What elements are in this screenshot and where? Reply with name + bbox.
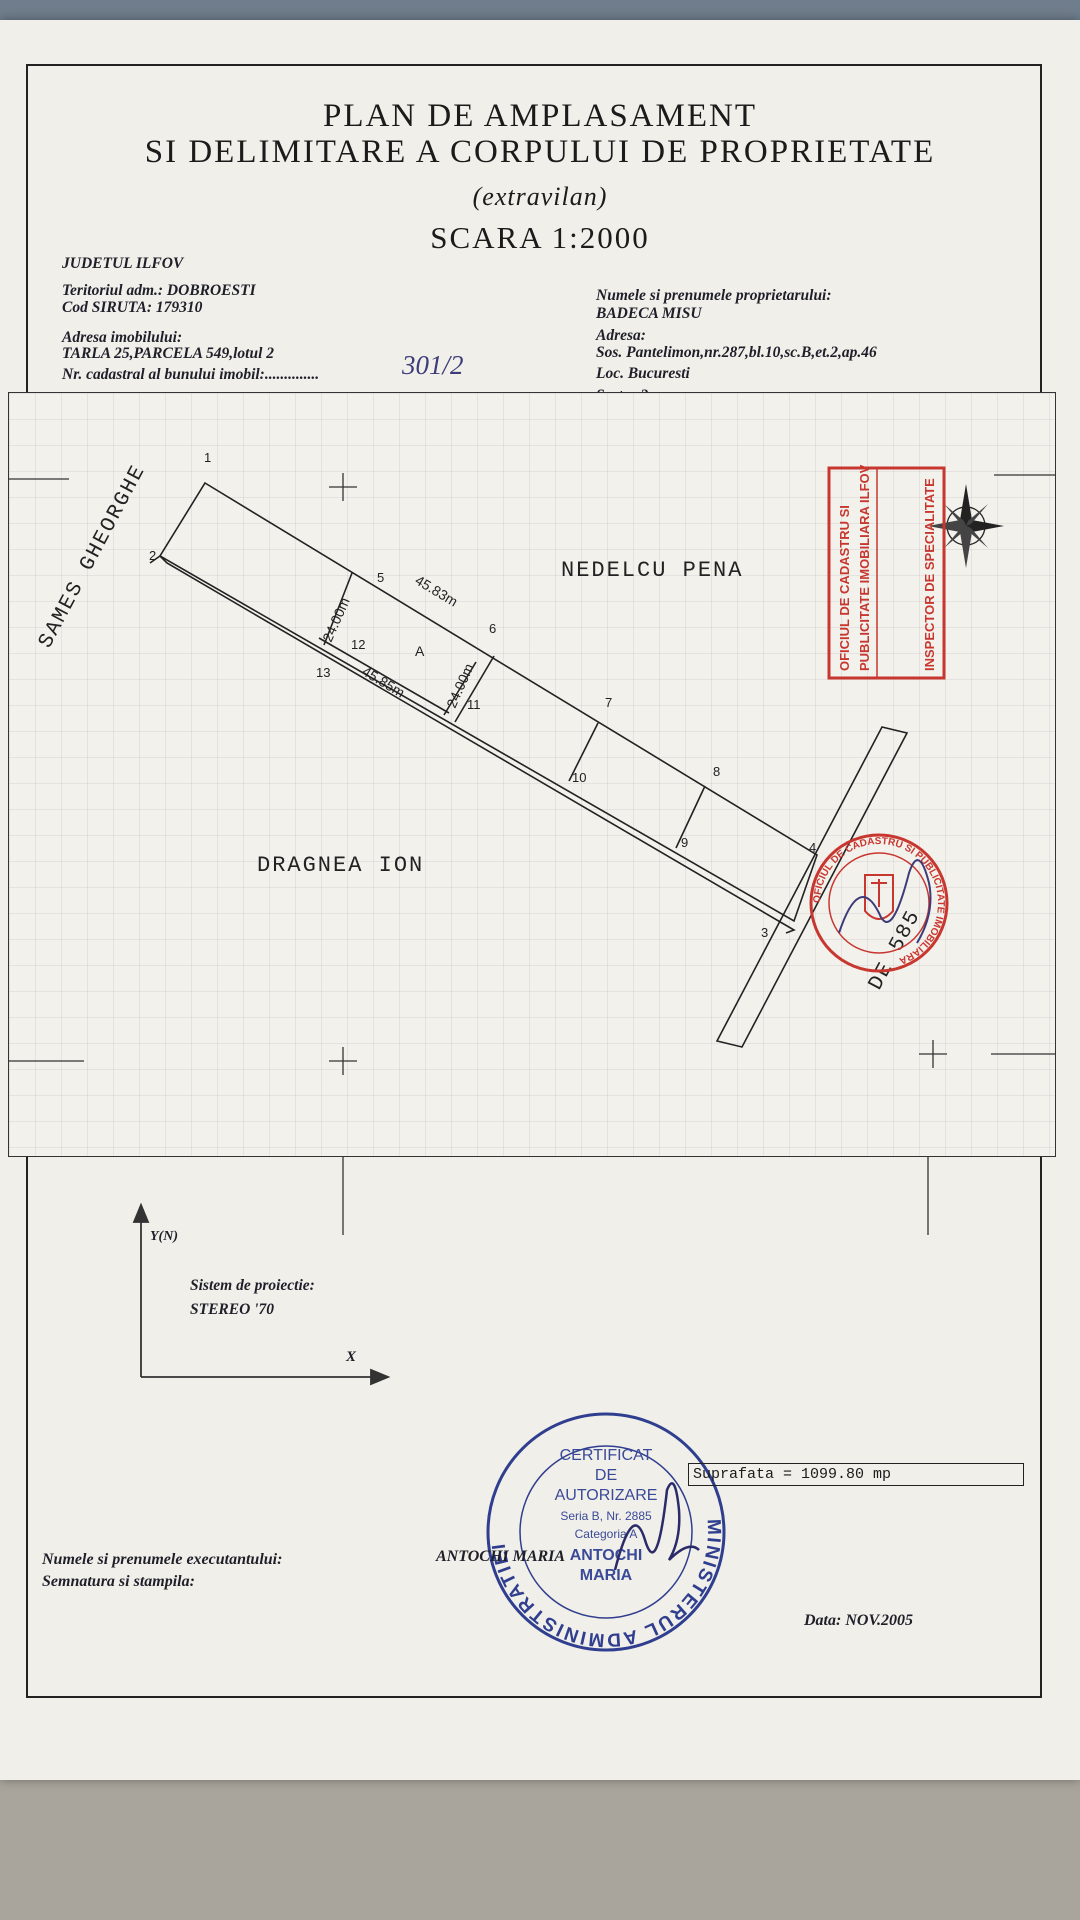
y-axis-label: Y(N) [150,1229,178,1244]
territory-label: Teritoriul adm.: DOBROESTI [62,282,256,299]
title-line-1: PLAN DE AMPLASAMENT [322,98,758,134]
county-label: JUDETUL ILFOV [62,255,184,272]
grid-crosses [9,473,1055,1075]
point-4-label: 4 [809,840,816,855]
point-labels: 1 2 3 4 5 6 7 8 9 10 11 12 13 [149,450,816,940]
projection-value: STEREO '70 [190,1301,274,1318]
point-8-label: 8 [713,764,720,779]
north-arrow-icon [928,484,1004,568]
north-neighbor-label: NEDELCU PENA [561,558,743,583]
title-line-2: SI DELIMITARE A CORPULUI DE PROPRIETATE [144,134,936,170]
oncgc-stamp-line-1: CERTIFICAT [560,1447,653,1464]
scale-title: SCARA 1:2000 [430,220,650,255]
projection-label: Sistem de proiectie: [190,1277,315,1294]
oncgc-stamp-line-2: DE [595,1467,617,1484]
oncgc-authorization-stamp: MINISTERUL ADMINISTRATIEI PUBLICE * O.N.… [486,1412,726,1652]
coat-of-arms-icon [864,874,894,920]
road-de-585 [715,726,909,1048]
coordinate-axes [132,1202,391,1386]
point-11-label: 11 [467,697,481,712]
siruta-label: Cod SIRUTA: 179310 [62,299,203,316]
property-address-label: Adresa imobilului: [62,329,183,346]
property-address-value: TARLA 25,PARCELA 549,lotul 2 [62,345,275,362]
point-12-label: 12 [351,637,365,652]
south-neighbor-label: DRAGNEA ION [257,853,424,878]
point-10-label: 10 [572,770,586,785]
owner-address-value: Sos. Pantelimon,nr.287,bl.10,sc.B,et.2,a… [596,344,877,361]
site-plan-drawing: 1 2 3 4 5 6 7 8 9 10 11 12 13 45.83m 45.… [9,450,1055,1075]
point-5-label: 5 [377,570,384,585]
point-3-label: 3 [761,925,768,940]
handwritten-signature-plan [838,859,932,944]
oncgc-stamp-line-7: MARIA [580,1567,633,1584]
point-1-label: 1 [204,450,211,465]
cadastral-number-label: Nr. cadastral al bunului imobil:........… [62,366,320,383]
point-9-label: 9 [681,835,688,850]
owner-locality: Loc. Bucuresti [596,365,690,382]
parcel-outline [149,481,818,934]
background-table [0,1770,1080,1920]
cadastre-stamp-line-3: INSPECTOR DE SPECIALITATE [922,478,937,671]
point-13-label: 13 [316,665,330,680]
cadastre-office-stamp: OFICIUL DE CADASTRU SI PUBLICITATE IMOBI… [827,464,946,680]
owner-name: BADECA MISU [596,305,702,322]
x-axis-label: X [346,1349,357,1365]
owner-label: Numele si prenumele proprietarului: [596,287,832,304]
oncgc-stamp-line-5: Categoria A [575,1527,638,1541]
executor-signature [613,1482,700,1571]
executor-name: ANTOCHI MARIA [436,1548,566,1565]
point-7-label: 7 [605,695,612,710]
site-plan: 1 2 3 4 5 6 7 8 9 10 11 12 13 45.83m 45.… [8,392,1056,1157]
document-date: Data: NOV.2005 [804,1612,914,1629]
parcel-label: A [415,643,425,659]
point-2-label: 2 [149,548,156,563]
oncgc-stamp-line-3: AUTORIZARE [555,1487,658,1504]
point-6-label: 6 [489,621,496,636]
oncgc-stamp-line-6: ANTOCHI [570,1547,643,1564]
cadastre-stamp-line-1: OFICIUL DE CADASTRU SI [837,505,852,671]
executor-label: Numele si prenumele executantului: [42,1551,283,1568]
signature-label: Semnatura si stampila: [42,1573,195,1590]
oncgc-stamp-line-4: Seria B, Nr. 2885 [560,1509,652,1523]
surface-area-box: Suprafata = 1099.80 mp [688,1463,1024,1486]
title-line-3: (extravilan) [472,182,608,211]
cadastre-stamp-line-2: PUBLICITATE IMOBILIARA ILFOV [857,464,872,671]
owner-address-label: Adresa: [596,327,646,344]
cadastral-number-handwritten: 301/2 [402,350,464,380]
